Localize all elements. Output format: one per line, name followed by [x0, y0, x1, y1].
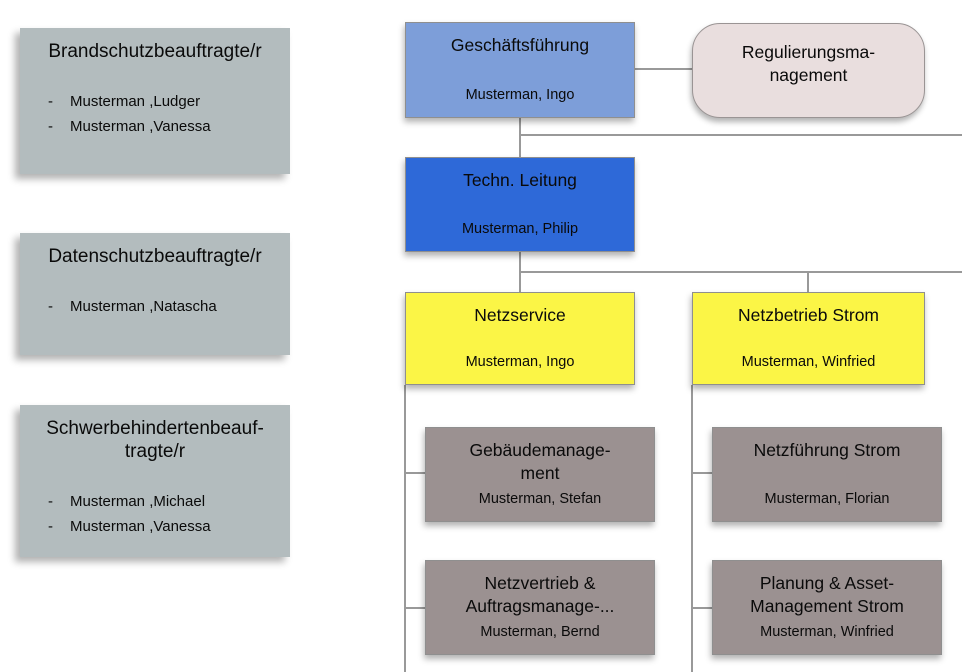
- dash-bullet: -: [48, 118, 53, 135]
- connector-stub-planung: [691, 607, 712, 609]
- node-title: Regulierungsma- nagement: [741, 42, 876, 85]
- dash-bullet: -: [48, 93, 53, 110]
- node-netzservice[interactable]: Netzservice Musterman, Ingo: [405, 292, 635, 385]
- staff-member-list: - Musterman ,Natascha: [30, 294, 280, 319]
- connector-stub-netzvertrieb: [404, 607, 425, 609]
- staff-box-brandschutz[interactable]: Brandschutzbeauftragte/r - Musterman ,Lu…: [20, 28, 290, 174]
- connector-tl-branch-right: [519, 271, 962, 273]
- connector-rail-netzservice: [404, 385, 406, 672]
- staff-member-name: Musterman ,Michael: [70, 493, 206, 510]
- dash-bullet: -: [48, 298, 53, 315]
- node-title: Netzbetrieb Strom: [737, 305, 880, 325]
- staff-box-title: Brandschutzbeauftragte/r: [48, 41, 262, 62]
- node-person: Musterman, Stefan: [478, 491, 602, 507]
- node-techn-leitung[interactable]: Techn. Leitung Musterman, Philip: [405, 157, 635, 252]
- node-title: Gebäudemanage- ment: [469, 440, 611, 483]
- staff-member-name: Musterman ,Ludger: [70, 93, 201, 110]
- staff-member-name: Musterman ,Vanessa: [70, 118, 211, 135]
- dash-bullet: -: [48, 518, 53, 535]
- staff-member: - Musterman ,Ludger: [48, 89, 280, 114]
- node-title: Geschäftsführung: [450, 35, 590, 55]
- node-title: Planung & Asset- Management Strom: [750, 573, 904, 616]
- node-person: Musterman, Winfried: [741, 354, 876, 370]
- node-person: Musterman, Bernd: [480, 624, 600, 640]
- connector-drop-netzbetrieb: [807, 271, 809, 292]
- connector-gf-regulierung: [635, 68, 692, 70]
- node-gebaeudemanagement[interactable]: Gebäudemanage- ment Musterman, Stefan: [425, 427, 655, 522]
- staff-member-list: - Musterman ,Ludger - Musterman ,Vanessa: [30, 89, 280, 139]
- staff-member-list: - Musterman ,Michael - Musterman ,Vaness…: [30, 489, 280, 539]
- staff-member: - Musterman ,Vanessa: [48, 514, 280, 539]
- node-title: Techn. Leitung: [463, 170, 577, 190]
- staff-member: - Musterman ,Natascha: [48, 294, 280, 319]
- connector-gf-branch-right: [519, 134, 962, 136]
- staff-member: - Musterman ,Vanessa: [48, 114, 280, 139]
- node-planung-asset-management-strom[interactable]: Planung & Asset- Management Strom Muster…: [712, 560, 942, 655]
- connector-rail-netzbetrieb: [691, 385, 693, 672]
- node-person: Musterman, Ingo: [465, 87, 575, 103]
- node-person: Musterman, Florian: [764, 491, 890, 507]
- node-regulierungsmanagement[interactable]: Regulierungsma- nagement: [692, 23, 925, 118]
- node-title: Netzservice: [474, 305, 566, 325]
- node-netzbetrieb-strom[interactable]: Netzbetrieb Strom Musterman, Winfried: [692, 292, 925, 385]
- staff-box-title: Schwerbehindertenbeauf- tragte/r: [46, 418, 264, 462]
- node-geschaeftsfuehrung[interactable]: Geschäftsführung Musterman, Ingo: [405, 22, 635, 118]
- node-title: Netzführung Strom: [753, 440, 901, 460]
- connector-gf-down: [519, 118, 521, 157]
- node-person: Musterman, Ingo: [465, 354, 575, 370]
- staff-member-name: Musterman ,Natascha: [70, 298, 217, 315]
- staff-box-schwerbehinderten[interactable]: Schwerbehindertenbeauf- tragte/r - Muste…: [20, 405, 290, 557]
- staff-box-title: Datenschutzbeauftragte/r: [48, 246, 262, 267]
- staff-member: - Musterman ,Michael: [48, 489, 280, 514]
- connector-stub-gebaeude: [404, 472, 425, 474]
- staff-member-name: Musterman ,Vanessa: [70, 518, 211, 535]
- connector-stub-netzfuehrung: [691, 472, 712, 474]
- node-person: Musterman, Winfried: [760, 624, 894, 640]
- staff-box-datenschutz[interactable]: Datenschutzbeauftragte/r - Musterman ,Na…: [20, 233, 290, 355]
- node-title: Netzvertrieb & Auftragsmanage-...: [465, 573, 615, 616]
- dash-bullet: -: [48, 493, 53, 510]
- node-netzvertrieb-auftragsmanagement[interactable]: Netzvertrieb & Auftragsmanage-... Muster…: [425, 560, 655, 655]
- node-netzfuehrung-strom[interactable]: Netzführung Strom Musterman, Florian: [712, 427, 942, 522]
- node-person: Musterman, Philip: [461, 221, 579, 237]
